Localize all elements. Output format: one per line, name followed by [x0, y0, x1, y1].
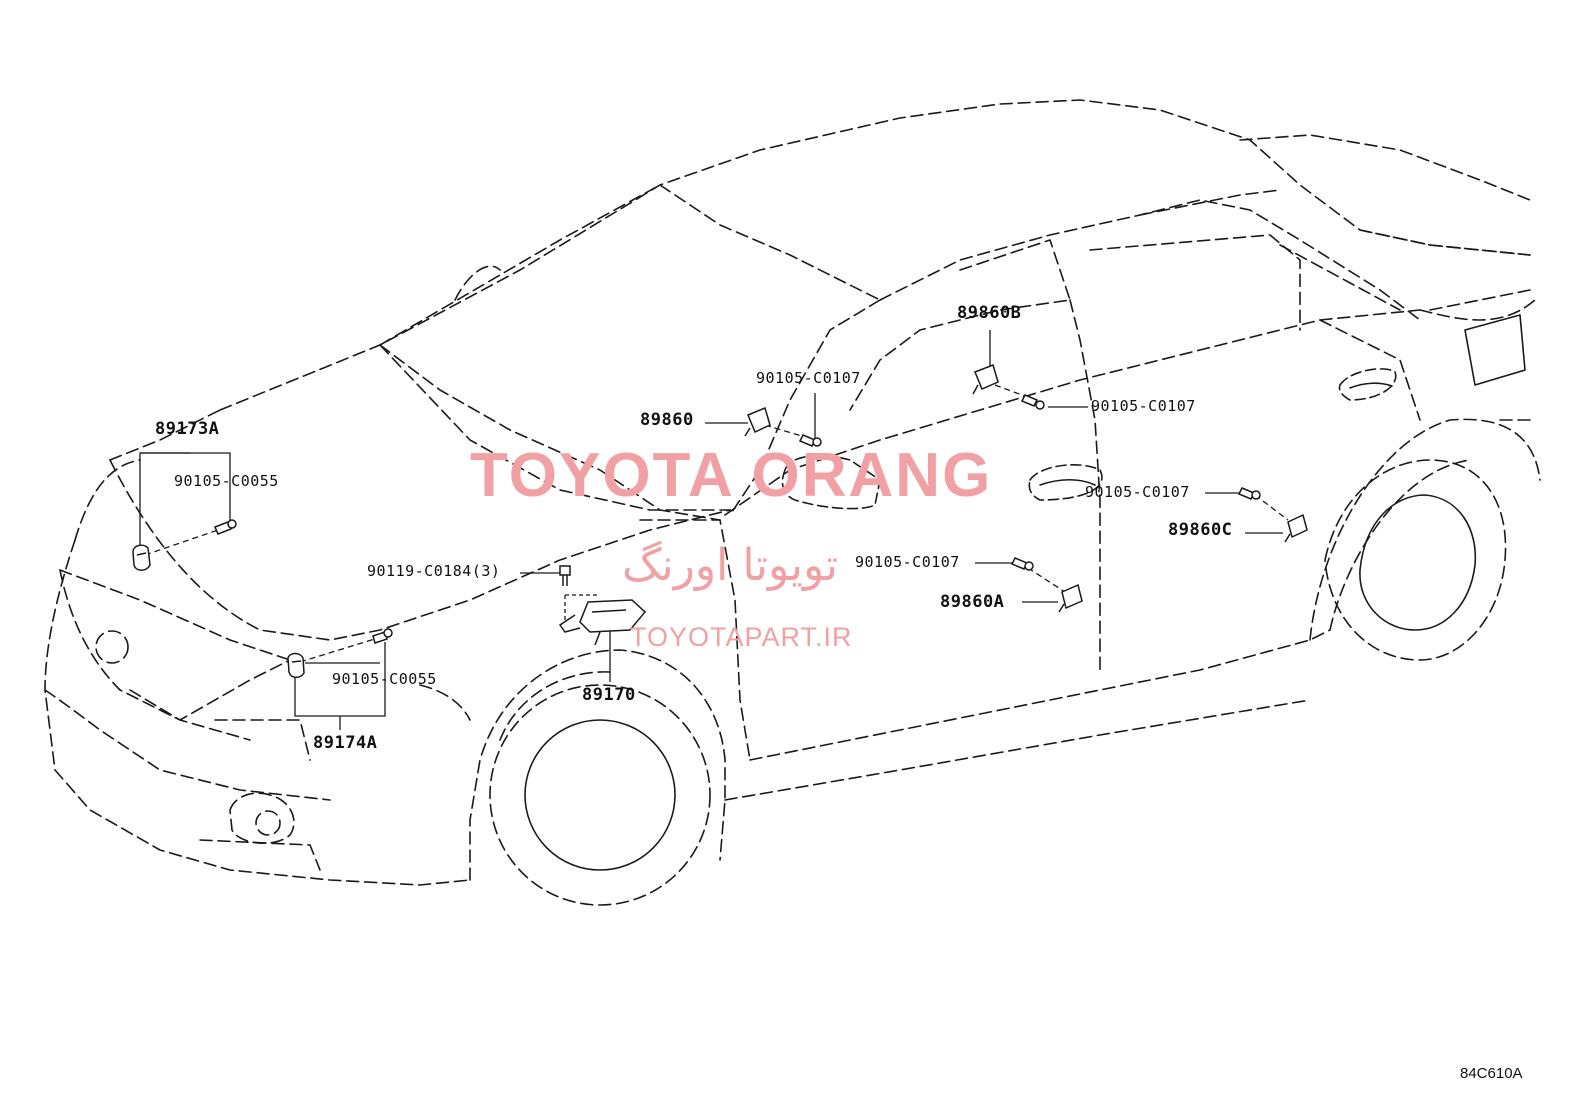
door-sensor-icons [744, 364, 1308, 613]
sensor-89173A-icon [132, 544, 151, 571]
windshield-outline [379, 265, 721, 521]
car-hood-outline [74, 409, 731, 641]
label-90105-C0107-rear-door: 90105-C0107 [1085, 483, 1190, 501]
front-fascia-outline [44, 539, 471, 886]
label-90105-C0055-upper: 90105-C0055 [174, 472, 279, 490]
label-89173A: 89173A [155, 419, 220, 439]
label-90105-C0107-front-door: 90105-C0107 [756, 369, 861, 387]
watermark-url: TOYOTAPART.IR [630, 622, 853, 652]
label-89860: 89860 [640, 410, 694, 430]
side-body-outline [724, 234, 1536, 801]
rear-wheel-arch [1309, 418, 1541, 641]
rear-wheel [1324, 459, 1507, 661]
airbag-module-89170-icon [558, 599, 647, 646]
leader-lines [139, 330, 1289, 730]
car-roof-outline [219, 99, 1531, 511]
fuel-door [1464, 314, 1526, 386]
label-89174A: 89174A [313, 733, 378, 753]
label-90105-C0107-lower: 90105-C0107 [855, 553, 960, 571]
label-89860B: 89860B [957, 303, 1022, 323]
diagram-code: 84C610A [1460, 1065, 1523, 1082]
sensor-89174A-icon [287, 652, 305, 679]
front-wheel-arch [469, 519, 751, 881]
door-handles [1028, 368, 1397, 501]
front-wheel [489, 684, 711, 906]
label-89860C: 89860C [1168, 520, 1233, 540]
bolt-icons [214, 394, 1261, 644]
label-90119-C0184: 90119-C0184(3) [367, 562, 501, 580]
component-glyphs [132, 364, 1308, 679]
watermark-brand: TOYOTA ORANG [470, 441, 993, 510]
label-90105-C0107-upper-right: 90105-C0107 [1091, 397, 1196, 415]
label-89860A: 89860A [940, 592, 1005, 612]
watermark-persian: تویوتا اورنگ [622, 540, 838, 591]
label-89170: 89170 [582, 685, 636, 705]
side-mirror [781, 454, 881, 510]
label-90105-C0055-lower: 90105-C0055 [332, 670, 437, 688]
